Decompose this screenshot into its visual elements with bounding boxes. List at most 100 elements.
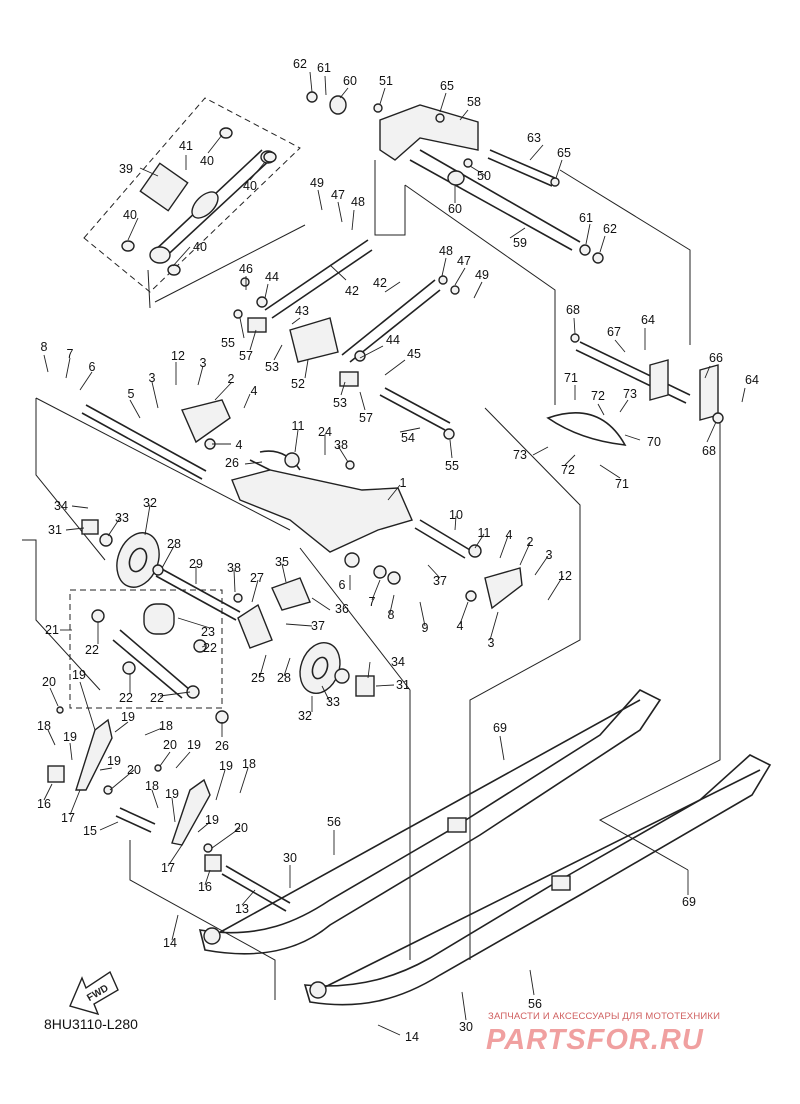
callout-12b: 12 xyxy=(558,569,572,583)
callout-62b: 62 xyxy=(603,222,617,236)
callout-1: 1 xyxy=(400,476,407,490)
callout-68b: 68 xyxy=(702,444,716,458)
callout-17b: 17 xyxy=(161,861,175,875)
callout-57a: 57 xyxy=(239,349,253,363)
callout-22d: 22 xyxy=(150,691,164,705)
callout-10: 10 xyxy=(449,508,463,522)
fwd-arrow: FWD xyxy=(69,970,119,1016)
callout-4b: 4 xyxy=(236,438,243,452)
callout-67: 67 xyxy=(607,325,621,339)
callout-64b: 64 xyxy=(745,373,759,387)
callout-35: 35 xyxy=(275,555,289,569)
callout-38a: 38 xyxy=(334,438,348,452)
callout-60: 60 xyxy=(343,74,357,88)
callout-7b: 7 xyxy=(369,595,376,609)
top-bracket xyxy=(306,91,604,264)
callout-3b: 3 xyxy=(200,356,207,370)
callout-14a: 14 xyxy=(163,936,177,950)
callout-30a: 30 xyxy=(283,851,297,865)
callout-72b: 72 xyxy=(561,463,575,477)
callout-19b: 19 xyxy=(121,710,135,724)
callout-19e: 19 xyxy=(107,754,121,768)
callout-11b: 11 xyxy=(478,526,491,540)
callout-22a: 22 xyxy=(85,643,99,657)
callout-4c: 4 xyxy=(506,528,513,542)
callout-58: 58 xyxy=(467,95,481,109)
callout-42b: 42 xyxy=(373,276,387,290)
idler-wheels xyxy=(81,519,375,697)
callout-33b: 33 xyxy=(326,695,340,709)
callout-65b: 65 xyxy=(557,146,571,160)
callout-16b: 16 xyxy=(198,880,212,894)
callout-19g: 19 xyxy=(165,787,179,801)
callout-72a: 72 xyxy=(591,389,605,403)
callout-66: 66 xyxy=(709,351,723,365)
callout-71b: 71 xyxy=(615,477,629,491)
callout-3c: 3 xyxy=(546,548,553,562)
callout-8b: 8 xyxy=(388,608,395,622)
callout-7a: 7 xyxy=(67,347,74,361)
callout-22c: 22 xyxy=(119,691,133,705)
callout-48b: 48 xyxy=(439,244,453,258)
rear-shock xyxy=(91,603,207,699)
callout-41: 41 xyxy=(179,139,193,153)
long-rods xyxy=(81,404,471,912)
callout-70: 70 xyxy=(647,435,661,449)
callout-53b: 53 xyxy=(333,396,347,410)
callout-60b: 60 xyxy=(448,202,462,216)
callout-18b: 18 xyxy=(159,719,173,733)
callout-29: 29 xyxy=(189,557,203,571)
callout-19f: 19 xyxy=(219,759,233,773)
callout-15: 15 xyxy=(83,824,97,838)
callout-23: 23 xyxy=(201,625,215,639)
callout-5: 5 xyxy=(128,387,135,401)
callout-18c: 18 xyxy=(242,757,256,771)
callout-61: 61 xyxy=(317,61,331,75)
callout-20d: 20 xyxy=(234,821,248,835)
callout-25: 25 xyxy=(251,671,265,685)
callout-8a: 8 xyxy=(41,340,48,354)
side-brackets xyxy=(181,399,523,724)
callout-19a: 19 xyxy=(72,668,86,682)
callout-45: 45 xyxy=(407,347,421,361)
callout-28a: 28 xyxy=(167,537,181,551)
callout-4a: 4 xyxy=(251,384,258,398)
callout-55a: 55 xyxy=(221,336,235,350)
callout-73a: 73 xyxy=(623,387,637,401)
callout-63: 63 xyxy=(527,131,541,145)
callout-38b: 38 xyxy=(227,561,241,575)
callout-13: 13 xyxy=(235,902,249,916)
callout-24: 24 xyxy=(318,425,332,439)
callout-49a: 49 xyxy=(310,176,324,190)
callout-26a: 26 xyxy=(225,456,239,470)
callout-56a: 56 xyxy=(327,815,341,829)
watermark-tagline: ЗАПЧАСТИ И АКСЕССУАРЫ ДЛЯ МОТОТЕХНИКИ xyxy=(488,1011,721,1022)
callout-18a: 18 xyxy=(37,719,51,733)
callout-44a: 44 xyxy=(265,270,279,284)
callout-19c: 19 xyxy=(63,730,77,744)
callout-26b: 26 xyxy=(215,739,229,753)
callout-68a: 68 xyxy=(566,303,580,317)
callout-71a: 71 xyxy=(564,371,578,385)
callout-69b: 69 xyxy=(682,895,696,909)
callout-22b: 22 xyxy=(203,641,217,655)
callout-34b: 34 xyxy=(391,655,405,669)
leader-lines xyxy=(43,71,746,1036)
callout-43: 43 xyxy=(295,304,309,318)
callout-49b: 49 xyxy=(475,268,489,282)
callout-4d: 4 xyxy=(457,619,464,633)
callout-37b: 37 xyxy=(433,574,447,588)
callout-54: 54 xyxy=(401,431,415,445)
callout-40c: 40 xyxy=(123,208,137,222)
callout-53a: 53 xyxy=(265,360,279,374)
callout-34a: 34 xyxy=(54,499,68,513)
diagram-code: 8HU3110-L280 xyxy=(44,1016,138,1032)
callout-73b: 73 xyxy=(513,448,527,462)
callout-37a: 37 xyxy=(311,619,325,633)
callout-27: 27 xyxy=(250,571,264,585)
callout-18d: 18 xyxy=(145,779,159,793)
callout-2b: 2 xyxy=(527,535,534,549)
callout-51: 51 xyxy=(379,74,393,88)
callout-69a: 69 xyxy=(493,721,507,735)
callout-20a: 20 xyxy=(42,675,56,689)
